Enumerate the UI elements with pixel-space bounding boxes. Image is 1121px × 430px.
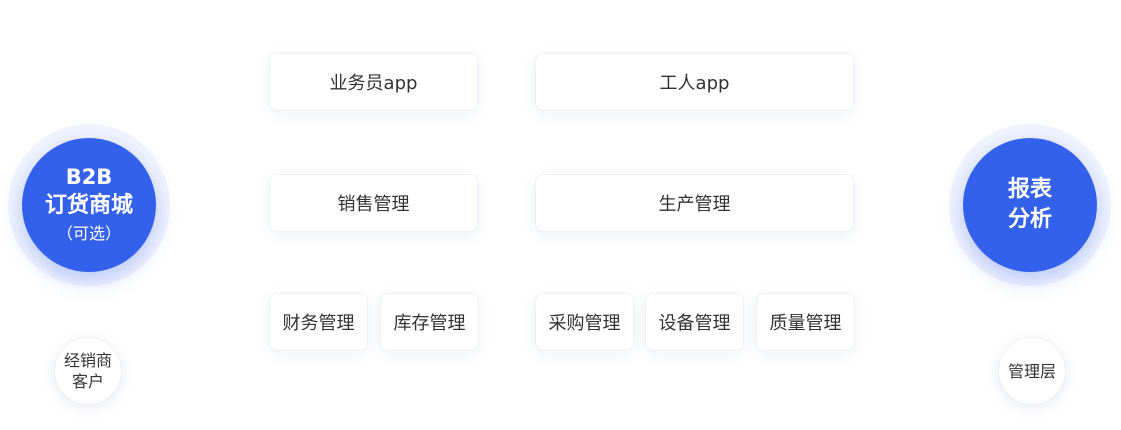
report-analysis-line2: 分析 bbox=[1007, 207, 1052, 232]
equipment-management-module: 设备管理 bbox=[645, 293, 744, 351]
worker-app-label: 工人app bbox=[659, 73, 730, 94]
b2b-subtitle: 订货商城 bbox=[44, 193, 133, 218]
management-label: 管理层 bbox=[1007, 361, 1056, 381]
finance-management-module: 财务管理 bbox=[269, 293, 368, 351]
dealer-client-label-line2: 客户 bbox=[71, 372, 104, 391]
b2b-mall-node: B2B 订货商城 （可选） bbox=[22, 138, 156, 272]
report-analysis-line1: 报表 bbox=[1007, 177, 1052, 202]
quality-management-module: 质量管理 bbox=[756, 293, 855, 351]
worker-app-module: 工人app bbox=[535, 53, 854, 111]
dealer-client-node: 经销商 客户 bbox=[54, 337, 122, 405]
b2b-title: B2B bbox=[65, 165, 113, 189]
b2b-optional-note: （可选） bbox=[56, 224, 121, 243]
inventory-management-label: 库存管理 bbox=[393, 313, 466, 334]
salesperson-app-label: 业务员app bbox=[329, 73, 418, 94]
sales-management-label: 销售管理 bbox=[337, 194, 410, 215]
sales-management-module: 销售管理 bbox=[269, 174, 478, 232]
procurement-management-label: 采购管理 bbox=[548, 313, 621, 334]
production-management-module: 生产管理 bbox=[535, 174, 854, 232]
equipment-management-label: 设备管理 bbox=[658, 313, 731, 334]
management-node: 管理层 bbox=[998, 337, 1066, 405]
inventory-management-module: 库存管理 bbox=[380, 293, 479, 351]
quality-management-label: 质量管理 bbox=[769, 313, 842, 334]
salesperson-app-module: 业务员app bbox=[269, 53, 478, 111]
finance-management-label: 财务管理 bbox=[282, 313, 355, 334]
dealer-client-label-line1: 经销商 bbox=[63, 351, 112, 370]
procurement-management-module: 采购管理 bbox=[535, 293, 634, 351]
report-analysis-node: 报表 分析 bbox=[963, 138, 1097, 272]
production-management-label: 生产管理 bbox=[658, 194, 731, 215]
